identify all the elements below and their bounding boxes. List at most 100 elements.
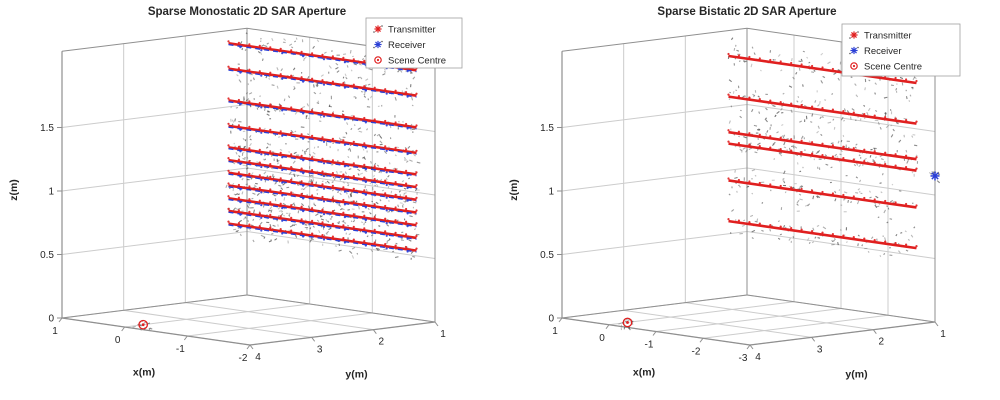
speckle-dot [238, 155, 241, 158]
z-tick-label: 0.5 [40, 250, 54, 261]
speckle-dot [345, 232, 347, 235]
speckle-dot [383, 248, 387, 251]
speckle-dot [292, 160, 296, 164]
transmitter-marker-dot [894, 153, 897, 156]
speckle-dot [277, 206, 281, 210]
floor-grid-line [123, 309, 312, 338]
speckle-dot [792, 146, 795, 149]
speckle-dot [625, 318, 630, 322]
transmitter-marker-dot [269, 103, 272, 106]
speckle-dot [350, 220, 353, 223]
transmitter-marker-dot [300, 107, 303, 111]
receiver-marker-dot [302, 159, 305, 162]
transmitter-marker-dot [811, 64, 814, 68]
receiver-marker-dot [260, 216, 263, 219]
transmitter-marker-dot [727, 177, 730, 180]
speckle-dot [353, 96, 356, 98]
transmitter-marker-dot [290, 204, 293, 207]
speckle-dot [799, 170, 802, 173]
transmitter-marker-dot [915, 204, 918, 207]
speckle-dot [833, 72, 837, 75]
speckle-dot [783, 146, 787, 149]
transmitter-marker-dot [384, 230, 387, 233]
speckle-dot [782, 179, 785, 181]
speckle-dot [306, 114, 308, 117]
y-axis-label: y(m) [845, 369, 867, 381]
transmitter-marker-dot [227, 220, 230, 223]
speckle-dot [804, 149, 806, 151]
speckle-dot [623, 326, 626, 330]
transmitter-marker-dot [227, 144, 230, 147]
speckle-dot [337, 148, 339, 152]
speckle-dot [867, 107, 871, 112]
speckle-dot [266, 110, 271, 113]
speckle-dot [379, 199, 382, 202]
speckle-dot [738, 135, 740, 138]
speckle-dot [751, 169, 756, 172]
legend-speckle-dot [857, 31, 859, 33]
transmitter-marker-dot [394, 146, 397, 149]
speckle-dot [333, 177, 337, 181]
speckle-dot [326, 180, 330, 184]
transmitter-marker-dot [405, 182, 408, 185]
speckle-dot [788, 85, 793, 88]
transmitter-marker-dot [342, 56, 345, 59]
transmitter-marker-dot [894, 242, 897, 245]
speckle-dot [279, 148, 283, 151]
speckle-dot [270, 153, 275, 157]
speckle-dot [875, 195, 879, 199]
speckle-dot [347, 224, 350, 227]
transmitter-marker-dot [269, 226, 272, 229]
speckle-dot [295, 37, 298, 40]
speckle-dot [322, 243, 324, 246]
legend-label: Receiver [388, 40, 426, 51]
speckle-dot [362, 148, 365, 151]
transmitter-marker-dot [748, 132, 751, 135]
x-tick-label: 1 [52, 326, 58, 337]
x-tick [652, 331, 657, 336]
transmitter-marker-dot [258, 186, 261, 190]
speckle-dot [390, 190, 393, 194]
speckle-dot [279, 109, 281, 113]
speckle-dot [402, 120, 404, 123]
transmitter-marker-dot [237, 67, 240, 70]
speckle-dot [802, 166, 804, 169]
speckle-dot [866, 111, 869, 116]
y-tick [372, 329, 377, 334]
transmitter-marker-dot [269, 163, 272, 166]
speckle-dot [877, 121, 880, 126]
transmitter-marker-dot [842, 234, 845, 237]
receiver-marker-dot [239, 162, 242, 166]
transmitter-marker-dot [769, 183, 772, 186]
receiver-marker-dot [343, 203, 346, 206]
transmitter-marker-dot [258, 44, 261, 47]
speckle-dot [325, 182, 327, 184]
speckle-dot [816, 90, 818, 93]
y-tick [872, 329, 877, 334]
speckle-dot [412, 76, 416, 80]
speckle-dot [334, 245, 338, 247]
transmitter-marker-dot [290, 131, 293, 134]
speckle-dot [324, 173, 327, 176]
transmitter-marker-dot [800, 104, 803, 107]
transmitter-marker-dot [248, 68, 251, 71]
speckle-dot [734, 169, 736, 173]
transmitter-marker-dot [363, 85, 366, 88]
speckle-dot [296, 82, 300, 84]
speckle-dot [377, 105, 380, 107]
speckle-dot [397, 127, 399, 130]
speckle-dot [777, 237, 781, 240]
transmitter-marker-dot [269, 175, 272, 178]
speckle-dot [819, 116, 822, 120]
speckle-dot [367, 98, 369, 101]
speckle-dot [807, 203, 811, 207]
speckle-dot [357, 168, 361, 172]
speckle-dot [245, 183, 249, 186]
transmitter-marker-dot [821, 190, 824, 194]
speckle-dot [263, 236, 266, 239]
transmitter-marker-dot [384, 204, 387, 208]
speckle-dot [813, 69, 816, 72]
legend-receiver-marker-icon [851, 47, 857, 54]
speckle-dot [244, 216, 247, 219]
box-edge [561, 294, 748, 319]
